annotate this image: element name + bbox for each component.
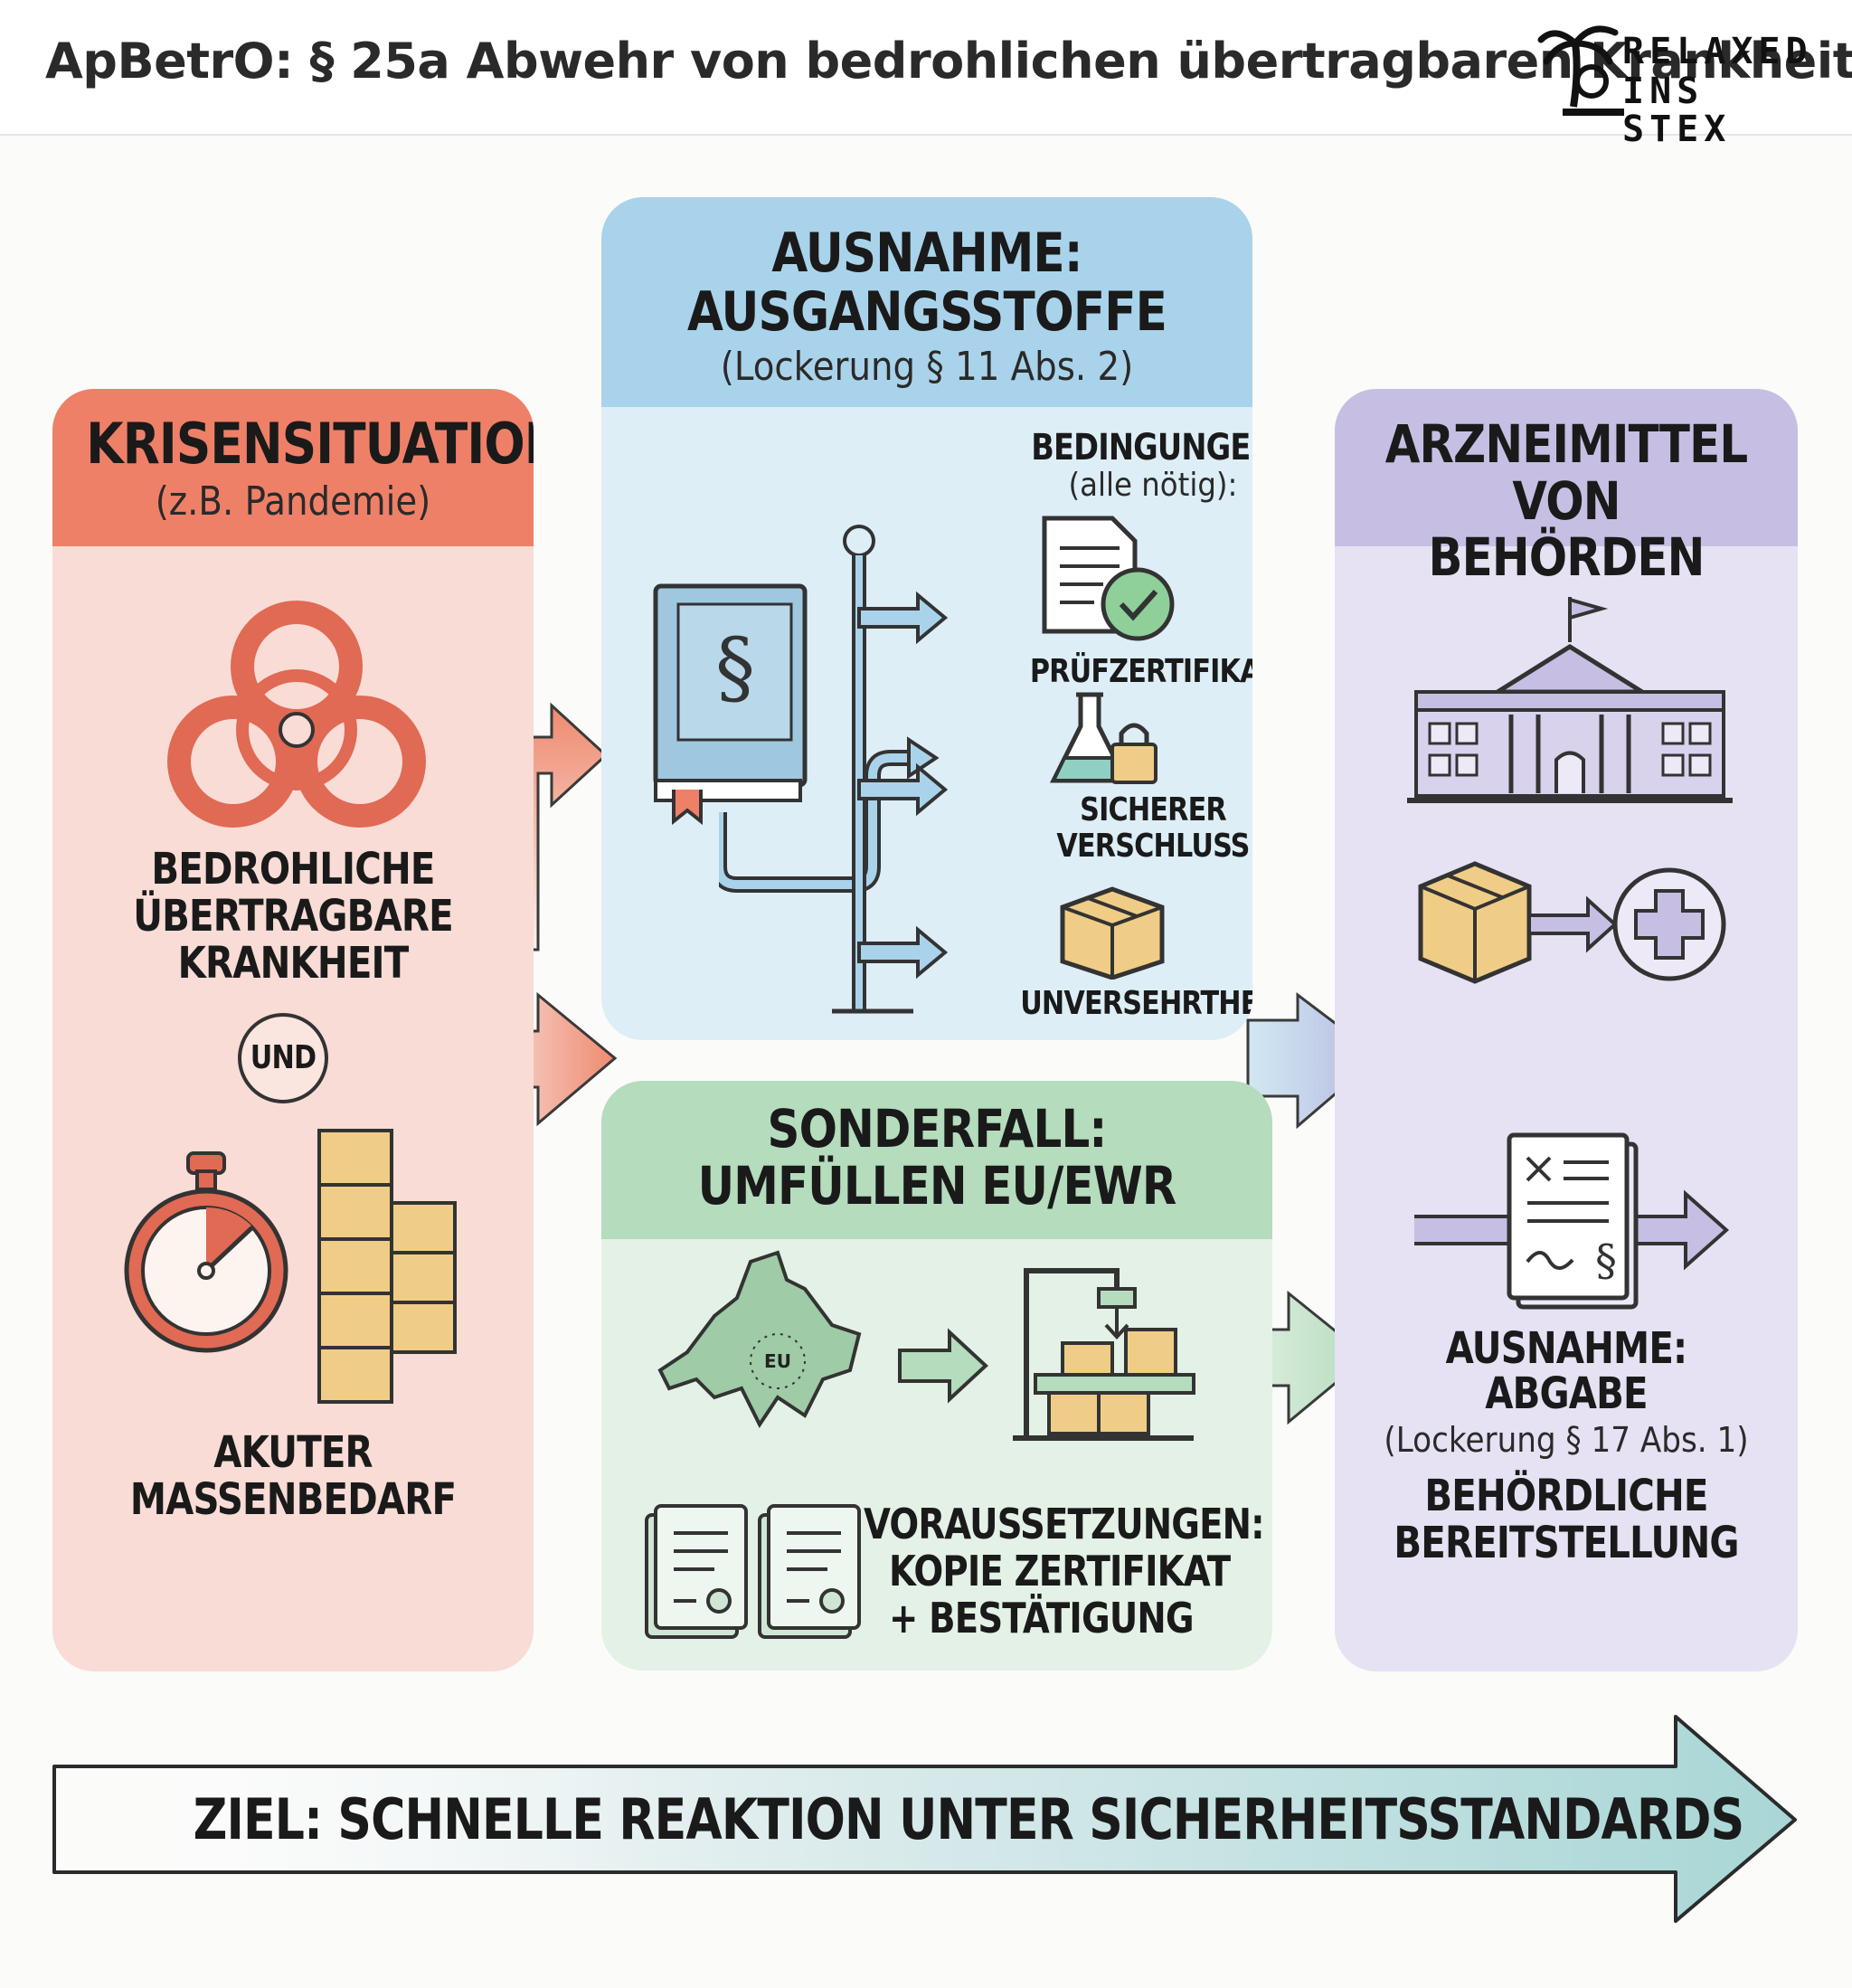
goal-text: ZIEL: SCHNELLE REAKTION UNTER SICHERHEIT… [193,1786,1745,1852]
goal-arrow [52,1715,1797,1923]
condition-certificate: PRÜFZERTIFIKAT [1029,653,1252,690]
demand-line1: AKUTER [213,1427,373,1478]
boxes-stack-icon [317,1129,457,1404]
special-title-line2: UMFÜLLEN EU/EWR [697,1154,1177,1216]
logo: RELAXED INS STEX [1537,16,1809,148]
provision-line1: BEHÖRDLICHE [1424,1471,1708,1521]
palm-logo-icon [1537,25,1624,116]
and-label: UND [250,1039,317,1076]
crisis-title: KRISENSITUATION [86,411,534,477]
header-bar [0,0,1852,136]
stopwatch-icon [124,1151,288,1353]
condition-integrity: UNVERSEHRTHEIT [1020,985,1252,1022]
materials-panel: AUSNAHME: AUSGANGSSTOFFE (Lockerung § 11… [601,197,1252,1040]
exception-line2: ABGABE [1485,1368,1648,1419]
box-icon [1060,886,1165,980]
certificate-icon [1042,516,1175,641]
eu-map-label: EU [764,1350,791,1372]
condition-closure-word: SICHERER [1080,791,1227,828]
government-building-icon [1407,597,1733,803]
doc-symbol: § [1595,1235,1617,1286]
materials-title-line1: AUSNAHME: [771,222,1082,285]
crisis-panel: KRISENSITUATION (z.B. Pandemie) BEDROHLI… [52,389,534,1671]
flask-lock-icon [1049,692,1158,784]
biohazard-icon [167,601,426,828]
logo-line1: RELAXED [1622,31,1813,72]
filling-machine-icon [1013,1268,1195,1441]
authorities-header: ARZNEIMITTEL VON BEHÖRDEN [1335,389,1798,586]
conditions-title: BEDINGUNGEN [1031,427,1252,469]
materials-header: AUSNAHME: AUSGANGSSTOFFE (Lockerung § 11… [601,197,1252,407]
disease-line2: ÜBERTRAGBARE [133,891,453,942]
crisis-header: KRISENSITUATION (z.B. Pandemie) [52,389,534,546]
documents-icon [645,1504,861,1639]
requirements-line1: VORAUSSETZUNGEN: [864,1500,1265,1548]
arrow-map-to-machine [898,1328,988,1404]
logo-line2: INS STEX [1622,71,1732,150]
authorities-title-line2: VON BEHÖRDEN [1428,469,1705,589]
pipe-flow [719,736,940,893]
authorities-title-line1: ARZNEIMITTEL [1384,413,1748,475]
page-title: ApBetrO: § 25a Abwehr von bedrohlichen ü… [45,33,1852,90]
materials-subtitle: (Lockerung § 11 Abs. 2) [720,343,1134,390]
book-symbol: § [715,620,755,714]
authorities-panel: ARZNEIMITTEL VON BEHÖRDEN § AUSN [1335,389,1798,1671]
requirements-line2: KOPIE ZERTIFIKAT [889,1547,1231,1595]
special-case-panel: SONDERFALL: UMFÜLLEN EU/EWR EU [601,1081,1272,1671]
exception-subtitle: (Lockerung § 17 Abs. 1) [1384,1420,1749,1460]
disease-line3: KRANKHEIT [177,938,410,989]
exception-line1: AUSNAHME: [1445,1323,1688,1374]
disease-line1: BEDROHLICHE [151,844,435,895]
provision-line2: BEREITSTELLUNG [1394,1518,1739,1568]
eu-map-icon: EU [657,1250,862,1428]
and-badge: UND [238,1013,328,1103]
legal-document-icon: § [1414,1132,1730,1310]
condition-closure-word: VERSCHLUSS [1056,827,1250,865]
conditions-branch [832,525,949,1014]
special-case-header: SONDERFALL: UMFÜLLEN EU/EWR [601,1081,1272,1239]
crisis-subtitle: (z.B. Pandemie) [155,478,431,525]
materials-title-line2: AUSGANGSSTOFFE [686,279,1167,344]
law-book-icon: § [653,583,808,826]
demand-line2: MASSENBEDARF [129,1474,457,1525]
special-title-line1: SONDERFALL: [767,1098,1108,1160]
requirements-line3: + BESTÄTIGUNG [889,1594,1195,1642]
conditions-subtitle: (alle nötig): [1068,467,1238,504]
box-to-cross [1418,861,1726,984]
